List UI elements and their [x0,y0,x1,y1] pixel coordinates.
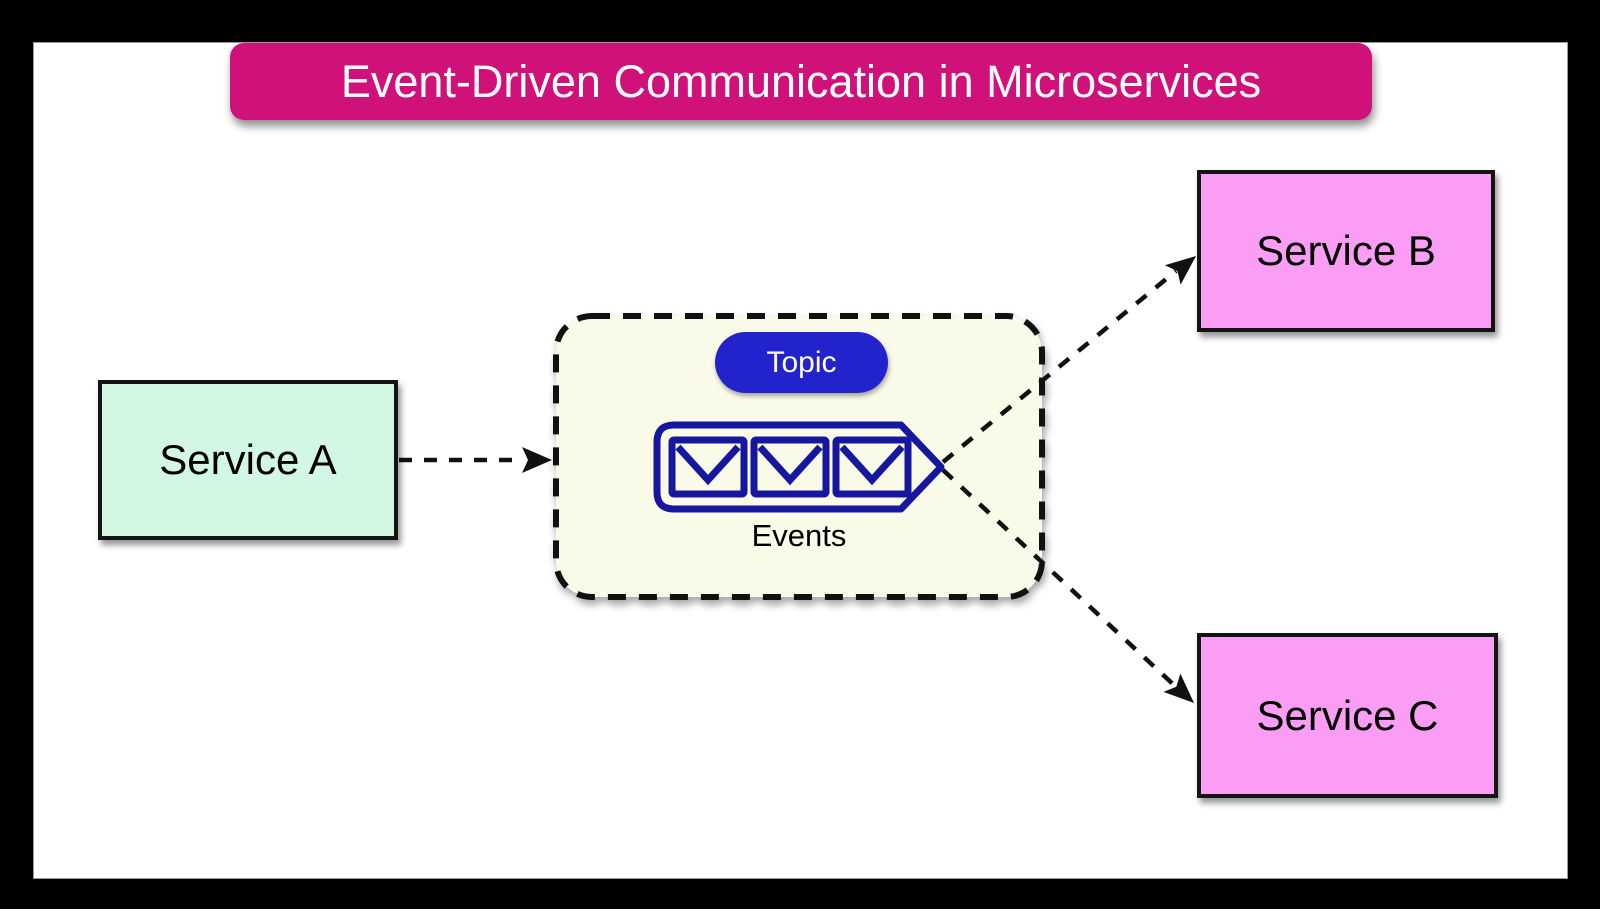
node-service-b: Service B [1197,170,1495,332]
topic-badge: Topic [715,332,888,393]
node-service-b-label: Service B [1256,227,1436,274]
node-service-c-label: Service C [1256,691,1439,739]
events-caption: Events [751,518,847,553]
node-service-a: Service A [98,380,398,540]
node-service-c: Service C [1197,633,1498,798]
node-service-a-label: Service A [159,436,337,483]
diagram-title: Event-Driven Communication in Microservi… [230,43,1372,120]
